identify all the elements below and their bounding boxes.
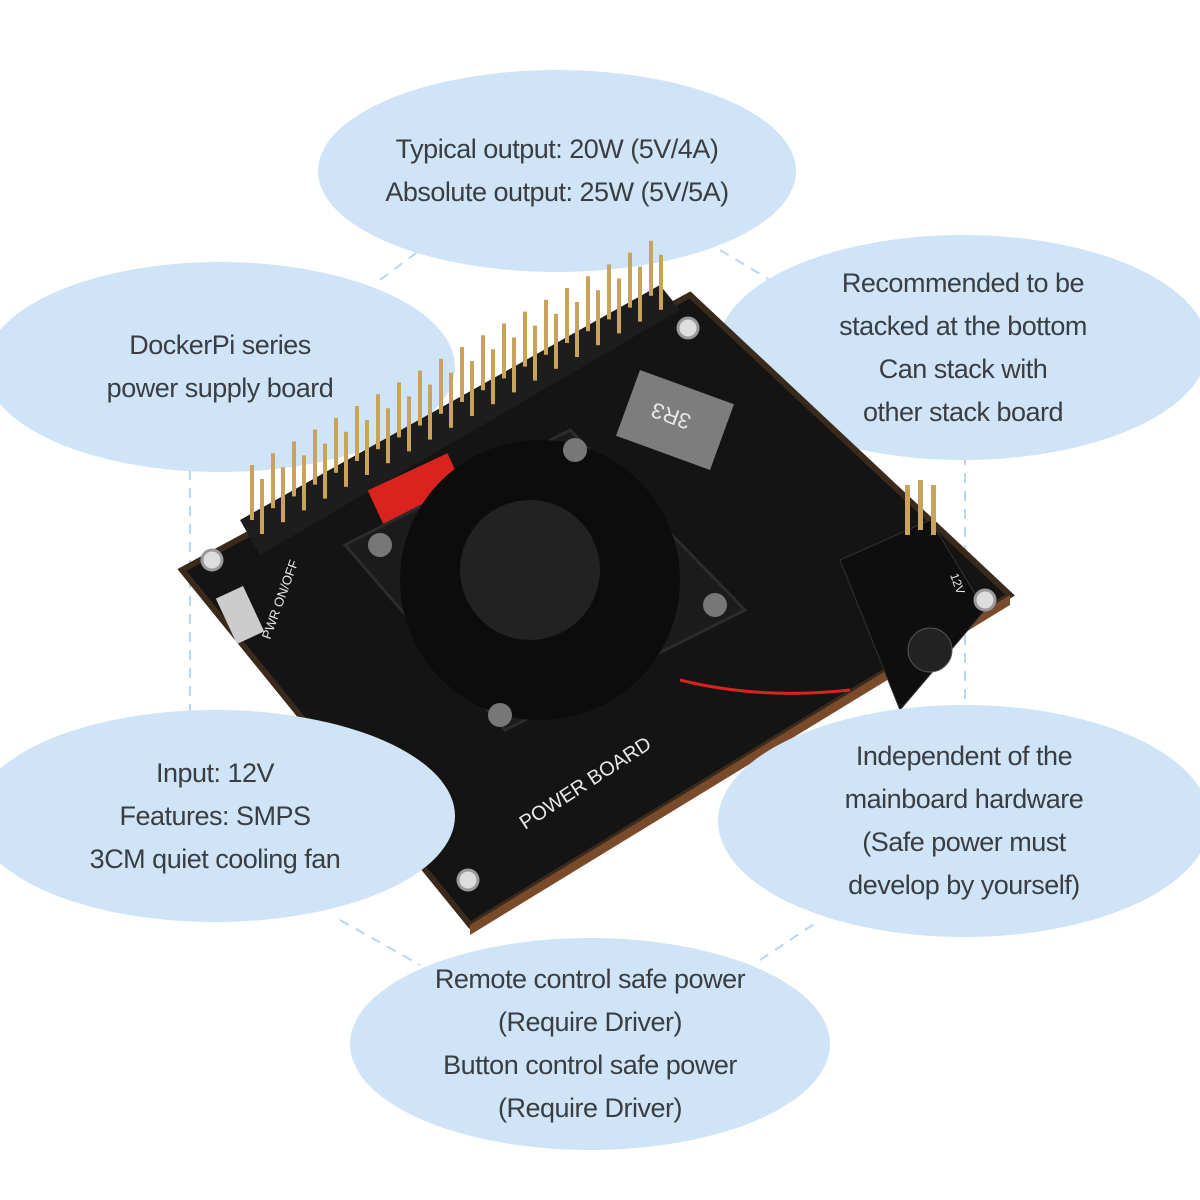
callout-text: Absolute output: 25W (5V/5A) xyxy=(385,177,729,207)
header-pin xyxy=(481,335,485,391)
header-pin xyxy=(470,361,474,416)
header-pin xyxy=(502,323,506,379)
header-pin xyxy=(302,455,306,511)
header-pin xyxy=(407,396,411,452)
header-pin xyxy=(544,299,548,355)
fan-wire xyxy=(679,678,851,695)
header-pin xyxy=(523,311,527,367)
callout-text: (Require Driver) xyxy=(497,1093,683,1123)
header-pin xyxy=(512,337,516,393)
dc-label: 12V xyxy=(947,571,967,596)
header-pin xyxy=(313,429,317,485)
callout-independent: Independent of the mainboard hardware (S… xyxy=(718,705,1200,937)
header-pin xyxy=(344,431,348,487)
inductor xyxy=(616,370,734,470)
callout-text: Recommended to be xyxy=(841,267,1085,298)
header-pin xyxy=(565,288,569,343)
callout-text: Independent of the xyxy=(855,741,1073,771)
callout-text: 3CM quiet cooling fan xyxy=(89,843,341,874)
power-switch xyxy=(215,586,265,644)
callout-text: (Require Driver) xyxy=(497,1007,683,1037)
header-pin xyxy=(554,313,558,369)
header-pin xyxy=(607,264,611,320)
header-pin xyxy=(628,252,632,308)
callout-output: Typical output: 20W (5V/4A) Absolute out… xyxy=(318,70,796,272)
mounting-holes xyxy=(200,316,997,892)
header-pin xyxy=(491,349,495,405)
callout-text: Can stack with xyxy=(878,353,1048,384)
callout-text: Typical output: 20W (5V/4A) xyxy=(395,134,719,164)
header-pin xyxy=(638,266,642,322)
header-pin xyxy=(323,443,327,499)
cooling-fan xyxy=(342,428,748,732)
header-pin xyxy=(533,325,537,381)
three-pin-header xyxy=(905,480,936,535)
callout-text: Button control safe power xyxy=(443,1050,737,1080)
callout-control: Remote control safe power (Require Drive… xyxy=(350,938,830,1150)
header-pin xyxy=(376,394,380,450)
header-pin xyxy=(449,372,453,428)
header-pin xyxy=(250,465,254,520)
header-pin xyxy=(281,467,285,523)
callout-text: DockerPi series xyxy=(129,330,311,360)
header-pin xyxy=(460,347,464,402)
header-pin xyxy=(397,382,401,438)
header-pin xyxy=(260,479,264,534)
callout-text: Features: SMPS xyxy=(119,800,311,831)
callout-text: Remote control safe power xyxy=(434,964,746,994)
callout-text: power supply board xyxy=(106,373,334,403)
header-pin xyxy=(418,370,422,426)
callout-text: Input: 12V xyxy=(155,757,275,788)
header-pin xyxy=(586,276,590,332)
callout-text: develop by yourself) xyxy=(848,870,1080,900)
header-pin xyxy=(386,408,390,464)
header-pin xyxy=(292,441,296,497)
callout-input: Input: 12V Features: SMPS 3CM quiet cool… xyxy=(0,710,455,922)
header-pin xyxy=(575,302,579,357)
callout-text: other stack board xyxy=(862,396,1064,427)
header-pin xyxy=(428,384,432,440)
fan-connector xyxy=(367,453,465,527)
header-pin xyxy=(355,406,359,461)
header-pin xyxy=(439,358,443,414)
header-pin xyxy=(659,254,663,310)
callout-text: mainboard hardware xyxy=(844,784,1084,814)
header-pin xyxy=(617,278,621,334)
callout-text: stacked at the bottom xyxy=(839,310,1087,341)
header-pin xyxy=(271,453,275,509)
callout-text: (Safe power must xyxy=(862,827,1066,857)
header-pin xyxy=(365,420,369,475)
header-pin xyxy=(334,417,338,473)
gpio-header xyxy=(240,240,680,555)
header-pin xyxy=(596,290,600,346)
header-pin xyxy=(649,240,653,296)
